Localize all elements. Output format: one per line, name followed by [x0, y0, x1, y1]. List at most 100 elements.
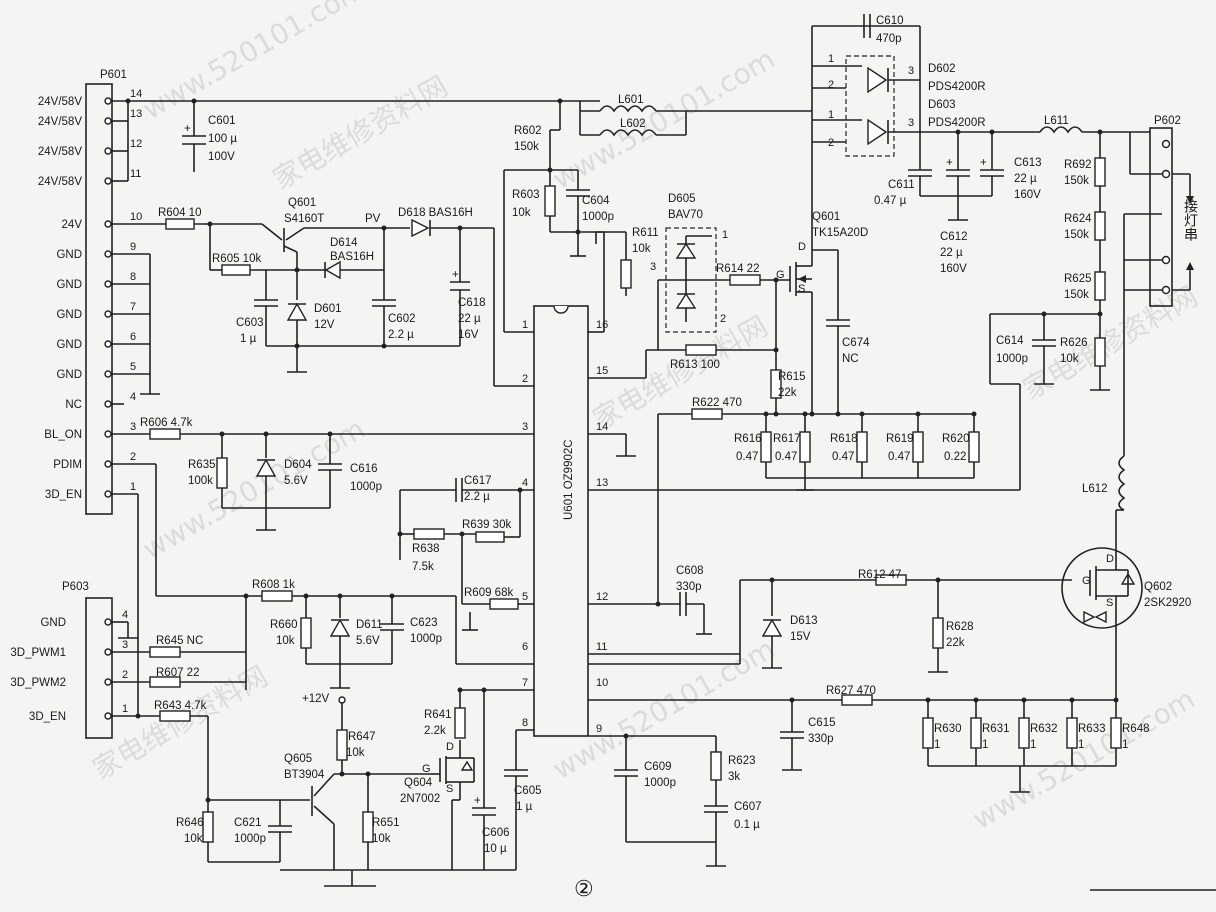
- sense-resistors: R622 470 R6160.47R6170.47R6180.47R6190.4…: [657, 397, 980, 604]
- p603-pin-terminal: [104, 678, 112, 686]
- r614-label: R614 22: [716, 263, 759, 275]
- r633-value: 1: [1078, 739, 1084, 751]
- svg-text:1 µ: 1 µ: [240, 333, 257, 345]
- c612-label: C612: [940, 231, 968, 243]
- ic-pin-right: 14: [596, 421, 608, 433]
- p602-note: 接灯串: [1182, 198, 1198, 241]
- r623-label: R623: [728, 755, 756, 767]
- v12-label: +12V: [302, 693, 330, 705]
- svg-text:家电维修资料网: 家电维修资料网: [587, 309, 773, 436]
- p601-pin-number: 8: [130, 271, 136, 283]
- ic-pin-left: 8: [522, 717, 528, 729]
- c617-label: C617: [464, 475, 492, 487]
- p601-pin-terminal: [104, 460, 112, 468]
- r617-label: R617: [773, 433, 801, 445]
- page-mark: ②: [574, 876, 594, 901]
- p601-pin-number: 7: [130, 301, 136, 313]
- r619-label: R619: [886, 433, 914, 445]
- svg-text:16V: 16V: [458, 329, 479, 341]
- p603-pin-number: 1: [122, 703, 128, 715]
- svg-text:1000p: 1000p: [410, 633, 442, 645]
- comp-network: C617 2.2 µ R639 30k R638 7.5k R609 68k: [397, 475, 534, 631]
- c674-label: C674: [842, 337, 870, 349]
- p601-pin-number: 3: [130, 421, 136, 433]
- svg-text:BT3904: BT3904: [284, 769, 325, 781]
- r630-label: R630: [934, 723, 962, 735]
- ic-pin-left: 2: [522, 373, 528, 385]
- r633-label: R633: [1078, 723, 1106, 735]
- p601-body: [85, 83, 113, 515]
- p601-pin-signal: 24V: [62, 219, 83, 231]
- svg-text:www.520101.com: www.520101.com: [137, 0, 371, 126]
- p601-pin-terminal: [104, 220, 112, 228]
- svg-text:22 µ: 22 µ: [940, 247, 963, 259]
- svg-text:150k: 150k: [1064, 229, 1089, 241]
- svg-text:100k: 100k: [188, 475, 213, 487]
- svg-text:S: S: [1106, 597, 1113, 609]
- main-mosfet: Q601 TK15A20D G D S C674 NC: [776, 111, 870, 414]
- p601-pin-terminal: [104, 400, 112, 408]
- svg-text:2SK2920: 2SK2920: [1144, 597, 1191, 609]
- r648-label: R648: [1122, 723, 1150, 735]
- 3d-enable-driver: +12V R647 10k Q605 BT3904 R646 10k C621 …: [176, 687, 542, 887]
- ic-pin-right: 11: [596, 641, 607, 653]
- p601-title: P601: [100, 69, 127, 81]
- c621-label: C621: [234, 817, 262, 829]
- r633-body: [1066, 717, 1078, 749]
- svg-text:2: 2: [720, 313, 726, 325]
- r647-label: R647: [348, 731, 376, 743]
- svg-text:22k: 22k: [946, 637, 965, 649]
- r618-body: [856, 431, 868, 463]
- p603-pin-number: 4: [122, 609, 128, 621]
- pin12-net: C608 330p: [588, 565, 712, 635]
- svg-text:2N7002: 2N7002: [400, 793, 440, 805]
- r660-label: R660: [270, 619, 298, 631]
- pin11-net: D613 15V R612 47 R628 22k: [588, 569, 1072, 673]
- d604-label: D604: [284, 459, 312, 471]
- svg-text:G: G: [776, 269, 785, 281]
- ic-pin-right: 15: [596, 365, 608, 377]
- svg-text:150k: 150k: [1064, 289, 1089, 301]
- r643-label: R643 4.7k: [154, 700, 207, 712]
- r692-label: R692: [1064, 159, 1092, 171]
- p601-pin-terminal: [104, 147, 112, 155]
- r612-label: R612 47: [858, 569, 901, 581]
- bl-on-net: R606 4.7k R635 100k D604 5.6V C616 1000p: [112, 417, 534, 531]
- svg-text:+: +: [184, 123, 191, 135]
- r645-label: R645 NC: [156, 635, 203, 647]
- c613-label: C613: [1014, 157, 1042, 169]
- r603-label: R603: [512, 189, 540, 201]
- svg-text:3: 3: [650, 261, 656, 273]
- d603-label: D603: [928, 99, 956, 111]
- svg-text:160V: 160V: [1014, 189, 1041, 201]
- svg-text:+: +: [474, 795, 481, 807]
- svg-text:1: 1: [828, 53, 834, 65]
- r646-label: R646: [176, 817, 204, 829]
- pin10-net: C615 330p R627 470 R6301R6311R6321R6331R…: [588, 685, 1150, 793]
- r626-label: R626: [1060, 337, 1088, 349]
- r648-value: 1: [1122, 739, 1128, 751]
- ovp-divider: R692 150k R624 150k R625 150k R626 10k C…: [996, 132, 1110, 391]
- c604-label: C604: [582, 195, 610, 207]
- c616-label: C616: [350, 463, 378, 475]
- p601-pin-number: 4: [130, 391, 136, 403]
- p603-pin-terminal: [104, 618, 112, 626]
- r616-label: R616: [734, 433, 762, 445]
- svg-text:PV: PV: [365, 213, 381, 225]
- ic-top-nets: R602 150k R603 10k C604 1000p R611 10k: [503, 125, 659, 333]
- r620-body: [968, 431, 980, 463]
- r624-label: R624: [1064, 213, 1092, 225]
- p602-title: P602: [1154, 115, 1181, 127]
- r618-value: 0.47: [832, 451, 854, 463]
- svg-text:10k: 10k: [372, 833, 391, 845]
- svg-text:0.47 µ: 0.47 µ: [874, 195, 907, 207]
- r602-label: R602: [514, 125, 542, 137]
- p601-pin-signal: GND: [56, 339, 82, 351]
- svg-text:+: +: [980, 157, 987, 169]
- r613-label: R613 100: [670, 359, 720, 371]
- svg-text:150k: 150k: [514, 141, 539, 153]
- d613-label: D613: [790, 615, 818, 627]
- c605-label: C605: [514, 785, 542, 797]
- c609-label: C609: [644, 761, 672, 773]
